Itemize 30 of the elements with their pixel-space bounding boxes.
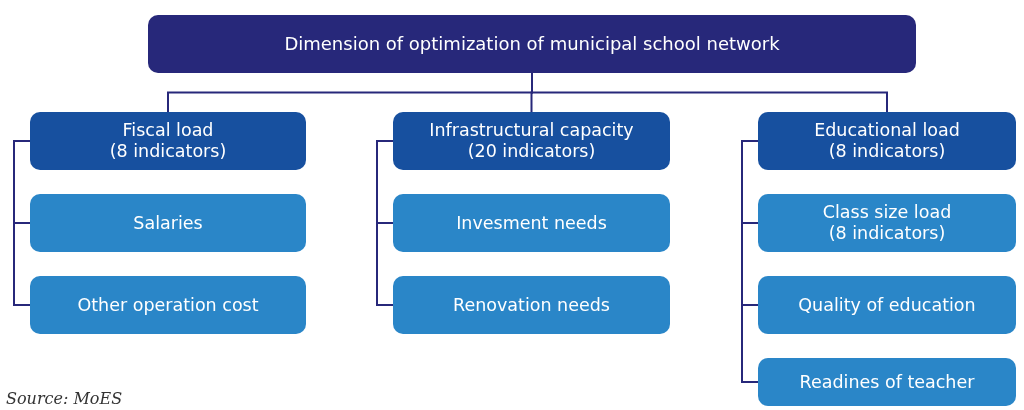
sub-item-box xyxy=(30,276,306,334)
box-text: Renovation needs xyxy=(453,294,610,316)
connector-line xyxy=(741,140,759,383)
box-text: (8 indicators) xyxy=(109,141,227,162)
sub-item-box xyxy=(758,194,1016,252)
sub-item-box xyxy=(393,194,670,252)
sub-item-box xyxy=(758,276,1016,334)
box-text: (8 indicators) xyxy=(828,223,946,244)
box-text: (8 indicators) xyxy=(828,141,946,162)
connector-line xyxy=(376,140,394,306)
box-text: Invesment needs xyxy=(456,212,607,234)
category-box xyxy=(758,112,1016,170)
box-text: Readines of teacher xyxy=(799,371,975,393)
box-text: Educational load xyxy=(814,120,960,141)
sub-item-box xyxy=(30,194,306,252)
connector-line xyxy=(13,140,31,306)
sub-item-box xyxy=(758,358,1016,406)
category-box xyxy=(30,112,306,170)
category-box xyxy=(393,112,670,170)
source-note: Source: MoES xyxy=(6,389,123,408)
box-text: Quality of education xyxy=(798,294,976,316)
box-text: Other operation cost xyxy=(77,294,259,316)
box-text: Fiscal load xyxy=(122,120,214,141)
box-text: Dimension of optimization of municipal school network xyxy=(284,33,780,55)
box-text: Infrastructural capacity xyxy=(429,120,634,141)
root-box xyxy=(148,15,916,73)
box-text: Class size load xyxy=(822,202,952,223)
sub-item-box xyxy=(393,276,670,334)
box-text: Salaries xyxy=(133,212,203,234)
box-text: (20 indicators) xyxy=(467,141,596,162)
